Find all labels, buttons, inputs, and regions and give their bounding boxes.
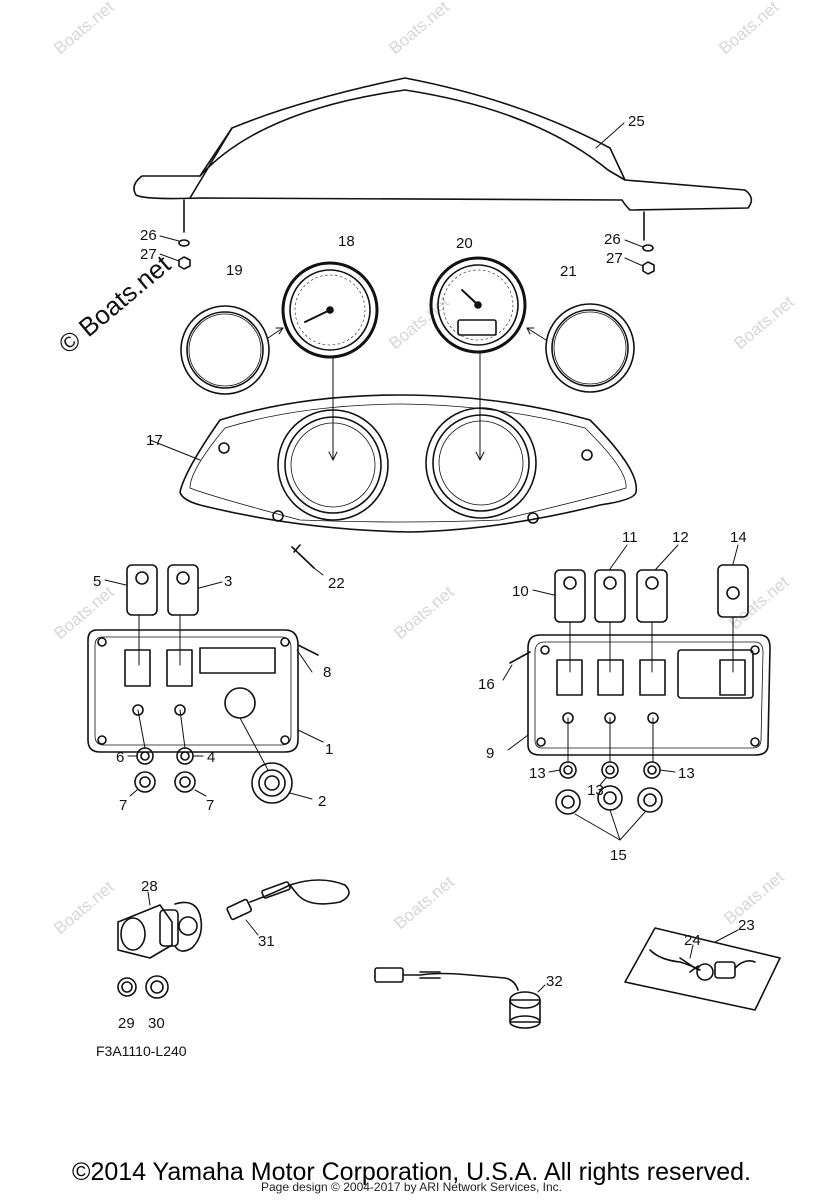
nut-13-b: [601, 761, 619, 779]
wire-harness-31: [226, 879, 350, 921]
washer-15-c: [637, 787, 663, 813]
callout-13: 13: [678, 765, 695, 782]
callout-13: 13: [529, 765, 546, 782]
screw-16: [509, 651, 531, 664]
bezel-ring-19: [180, 305, 270, 395]
power-socket-28: [117, 901, 203, 959]
watermark: Boats.net: [50, 582, 117, 643]
callout-14: 14: [730, 529, 747, 546]
callout-29: 29: [118, 1015, 135, 1032]
callout-27: 27: [140, 246, 157, 263]
washer-7-left: [134, 771, 156, 793]
switch-3: [167, 564, 199, 616]
washer-7-right: [174, 771, 196, 793]
callout-8: 8: [323, 664, 331, 681]
callout-10: 10: [512, 583, 529, 600]
callout-9: 9: [486, 745, 494, 762]
callout-24: 24: [684, 932, 701, 949]
switch-5: [126, 564, 158, 616]
figure-code: F3A1110-L240: [96, 1043, 187, 1059]
watermark: Boats.net: [730, 292, 797, 353]
watermark: Boats.net: [390, 872, 457, 933]
screw-22: [291, 544, 315, 569]
callout-27: 27: [606, 250, 623, 267]
switch-10: [554, 569, 586, 623]
key-switch-kit-23: [624, 927, 781, 1011]
copyright-notice: ©2014 Yamaha Motor Corporation, U.S.A. A…: [72, 1158, 751, 1186]
callout-13: 13: [587, 782, 604, 799]
callout-11: 11: [622, 529, 638, 546]
nut-4: [176, 747, 194, 765]
callout-23: 23: [738, 917, 755, 934]
callout-2: 2: [318, 793, 326, 810]
key-24: [679, 957, 699, 973]
watermark: Boats.net: [725, 572, 792, 633]
callout-32: 32: [546, 973, 563, 990]
nut-27-left: [178, 256, 191, 270]
dash-visor: [133, 77, 753, 241]
callout-19: 19: [226, 262, 243, 279]
callout-7: 7: [119, 797, 127, 814]
callout-16: 16: [478, 676, 495, 693]
nut-13-c: [643, 761, 661, 779]
callout-17: 17: [146, 432, 163, 449]
washer-26-right: [642, 244, 654, 252]
callout-30: 30: [148, 1015, 165, 1032]
callout-22: 22: [328, 575, 345, 592]
callout-31: 31: [258, 933, 275, 950]
washer-26-left: [178, 239, 190, 247]
callout-26: 26: [140, 227, 157, 244]
callout-1: 1: [325, 741, 333, 758]
callout-3: 3: [224, 573, 232, 590]
ring-30: [145, 975, 169, 999]
switch-panel-9: [527, 634, 771, 756]
callout-20: 20: [456, 235, 473, 252]
accessory-cap-2: [251, 762, 293, 804]
tachometer-gauge-20: [429, 256, 527, 354]
assembly-arrows: [267, 327, 547, 461]
callout-6: 6: [116, 749, 124, 766]
callout-15: 15: [610, 847, 627, 864]
screw-8: [297, 644, 319, 656]
callout-4: 4: [207, 749, 215, 766]
watermark: Boats.net: [715, 0, 782, 58]
callout-25: 25: [628, 113, 645, 130]
speedometer-gauge-18: [281, 261, 379, 359]
watermarks: Boats.net Boats.net Boats.net Boats.net …: [50, 0, 797, 938]
switch-panel-1: [87, 629, 299, 753]
sensor-harness-32: [374, 967, 541, 1029]
watermark-main: © Boats.net: [53, 249, 177, 360]
watermark: Boats.net: [50, 0, 117, 58]
callout-18: 18: [338, 233, 355, 250]
nut-27-right: [642, 261, 655, 275]
callout-21: 21: [560, 263, 577, 280]
switch-11: [594, 569, 626, 623]
watermark: Boats.net: [385, 0, 452, 58]
watermark: Boats.net: [50, 877, 117, 938]
gauge-panel-17: [179, 394, 638, 533]
callout-7: 7: [206, 797, 214, 814]
page-design-credit: Page design © 2004-2017 by ARI Network S…: [260, 1180, 562, 1194]
washer-15-a: [555, 789, 581, 815]
bezel-ring-21: [545, 303, 635, 393]
callout-labels: 25 26 27 26 27 18 19 20 21 17 22 5 3 8 1…: [93, 113, 755, 1032]
callout-28: 28: [141, 878, 158, 895]
callout-5: 5: [93, 573, 101, 590]
nut-29: [117, 977, 137, 997]
callout-12: 12: [672, 529, 689, 546]
nut-13-a: [559, 761, 577, 779]
switch-12: [636, 569, 668, 623]
callout-26: 26: [604, 231, 621, 248]
nut-6: [136, 747, 154, 765]
watermark: Boats.net: [390, 582, 457, 643]
